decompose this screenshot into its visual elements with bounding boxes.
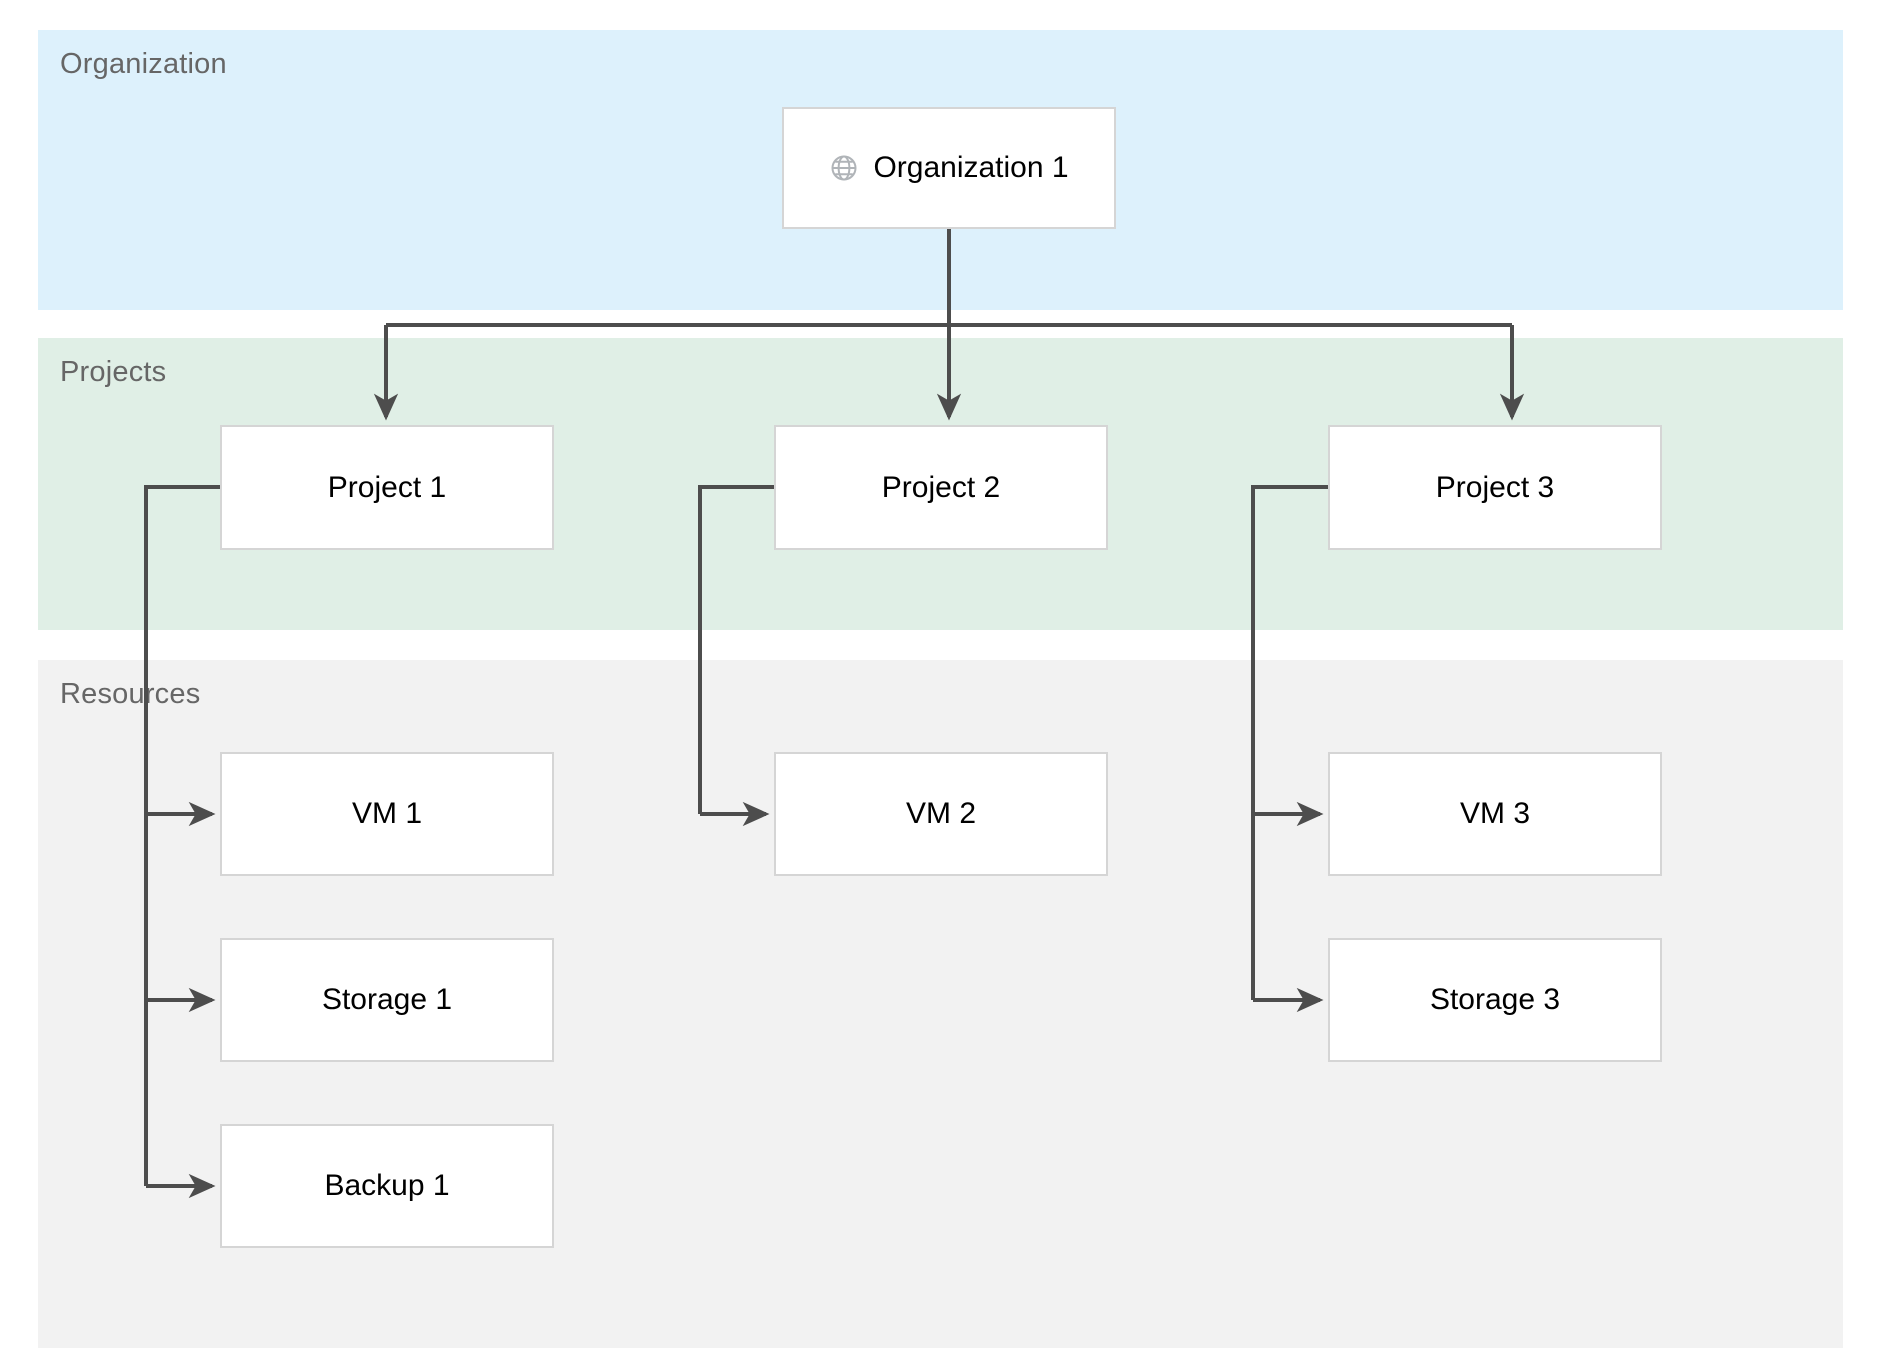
node-project-2[interactable]: Project 2 bbox=[774, 425, 1108, 550]
swimlane-label-resources: Resources bbox=[60, 678, 201, 710]
node-storage-1-label: Storage 1 bbox=[321, 983, 453, 1016]
node-backup-1-label: Backup 1 bbox=[324, 1169, 450, 1202]
node-vm-2[interactable]: VM 2 bbox=[774, 752, 1108, 876]
node-project-1-label: Project 1 bbox=[327, 470, 447, 504]
globe-icon bbox=[829, 153, 859, 183]
swimlane-label-organization: Organization bbox=[60, 48, 227, 80]
node-project-3[interactable]: Project 3 bbox=[1328, 425, 1662, 550]
node-vm-3[interactable]: VM 3 bbox=[1328, 752, 1662, 876]
node-project-1[interactable]: Project 1 bbox=[220, 425, 554, 550]
node-project-3-label: Project 3 bbox=[1435, 470, 1555, 504]
node-storage-3[interactable]: Storage 3 bbox=[1328, 938, 1662, 1062]
node-storage-1[interactable]: Storage 1 bbox=[220, 938, 554, 1062]
node-vm-1[interactable]: VM 1 bbox=[220, 752, 554, 876]
node-project-2-label: Project 2 bbox=[881, 470, 1001, 504]
node-storage-3-label: Storage 3 bbox=[1429, 983, 1561, 1016]
node-organization-1-label: Organization 1 bbox=[873, 151, 1069, 184]
node-vm-3-label: VM 3 bbox=[1459, 797, 1531, 830]
swimlane-label-projects: Projects bbox=[60, 356, 167, 388]
node-organization-1[interactable]: Organization 1 bbox=[782, 107, 1116, 229]
node-vm-2-label: VM 2 bbox=[905, 797, 977, 830]
node-vm-1-label: VM 1 bbox=[351, 797, 423, 830]
node-backup-1[interactable]: Backup 1 bbox=[220, 1124, 554, 1248]
